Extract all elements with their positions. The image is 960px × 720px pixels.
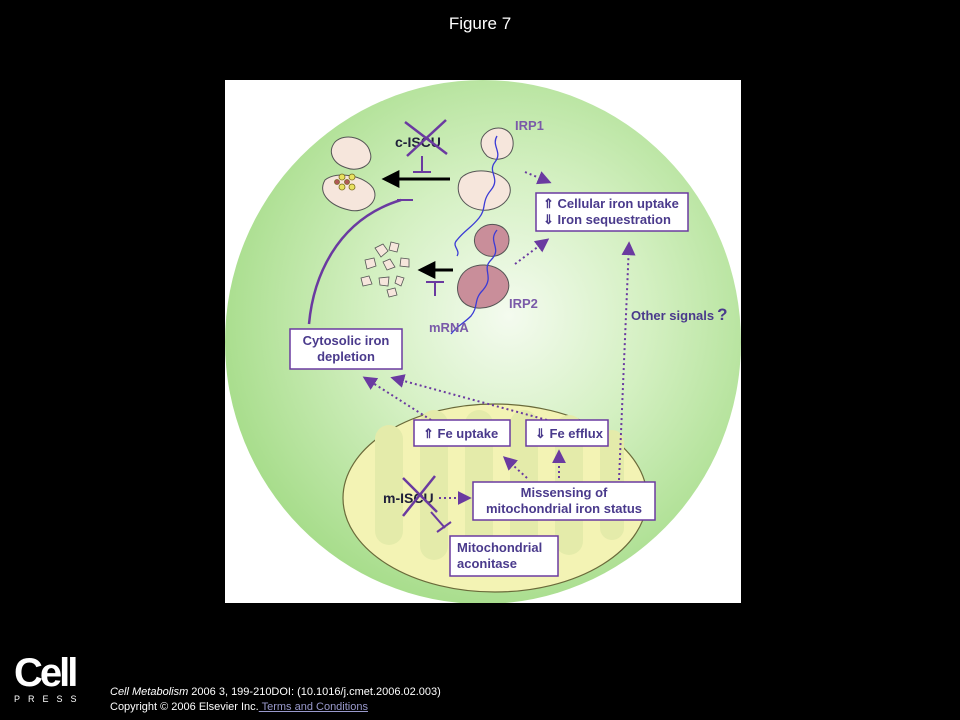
logo-word: Cell [14,651,78,695]
irp2-to-uptake-arrow [514,238,550,265]
irp1-protein-icon [457,127,514,211]
cytosolic-iron-depletion-box [289,328,403,370]
m-iscu-label: m-ISCU [383,490,434,506]
cytosolic-depletion-inhibit-curve [307,198,402,325]
fe-uptake-box [413,419,511,447]
uptake-box-line2: ⇓ Iron sequestration [543,212,671,227]
other-signals-arrow [618,241,636,481]
cell-press-logo: Cell PRESS [14,651,85,704]
missensing-box [472,481,656,521]
diagram-panel: c-ISCU IRP1 ⇑ Cellular iron uptake ⇓ Iro… [225,80,741,603]
irp2-inhibit-bar [426,281,444,296]
mitochondrial-aconitase-box [449,535,559,577]
cytosolic-box-line2: depletion [317,349,375,364]
copyright-text: Copyright © 2006 Elsevier Inc. [110,701,259,713]
fe-efflux-label: ⇓ Fe efflux [535,426,604,441]
c-iscu-inhibit-bar [413,156,431,173]
citation-line: Cell Metabolism 2006 3, 199-210DOI: (10.… [110,685,441,700]
terms-link[interactable]: Terms and Conditions [258,701,368,713]
irp1-to-uptake-arrow [524,171,552,185]
journal-name: Cell Metabolism [110,686,189,698]
c-iscu-label: c-ISCU [395,134,441,150]
m-iscu-inhibit-bar [430,511,452,533]
cytosolic-box-line1: Cytosolic iron [303,333,390,348]
cellular-iron-uptake-box [535,192,689,232]
fe-uptake-to-depletion-arrow [362,376,432,421]
fe-efflux-to-depletion-arrow [390,374,548,421]
aconitase-box-line1: Mitochondrial [457,540,542,555]
missensing-box-line2: mitochondrial iron status [486,501,642,516]
missensing-box-line1: Missensing of [521,485,608,500]
fe-efflux-box [525,419,609,447]
uptake-box-line1: ⇑ Cellular iron uptake [543,196,679,211]
other-signals-label: Other signals? [631,305,727,324]
aconitase-box-line2: aconitase [457,556,517,571]
irp1-mrna-strand [454,135,499,257]
mrna-label: mRNA [429,320,469,335]
m-iscu-cross-icon [402,475,438,517]
c-iscu-cross-icon [404,119,448,157]
irp2-label: IRP2 [509,296,538,311]
irp2-protein-icon [457,224,510,309]
irp2-mrna-strand [450,229,498,335]
degraded-protein-fragments-icon [360,241,410,298]
irp1-label: IRP1 [515,118,544,133]
logo-sub: PRESS [14,694,85,704]
iron-sulfur-cluster-icon [334,173,356,191]
citation-footer: Cell Metabolism 2006 3, 199-210DOI: (10.… [110,685,441,715]
diagram-svg: c-ISCU IRP1 ⇑ Cellular iron uptake ⇓ Iro… [225,80,741,603]
citation-text: 2006 3, 199-210DOI: (10.1016/j.cmet.2006… [188,686,441,698]
figure-title: Figure 7 [448,14,512,33]
fe-uptake-label: ⇑ Fe uptake [423,426,498,441]
copyright-line: Copyright © 2006 Elsevier Inc. Terms and… [110,700,441,715]
